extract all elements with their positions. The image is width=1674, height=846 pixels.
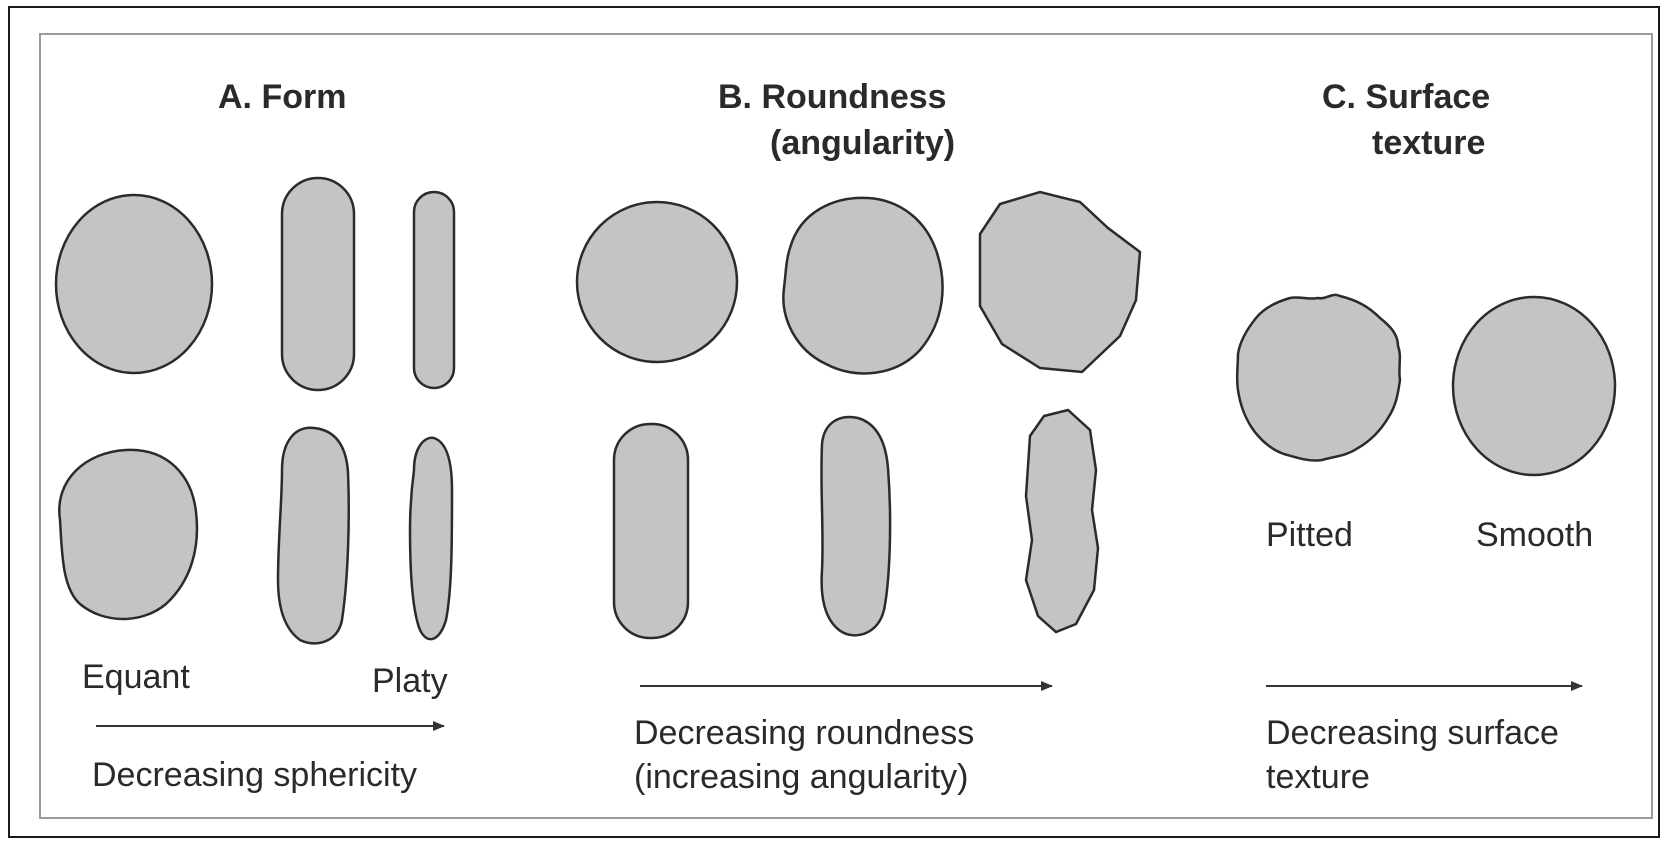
texture-caption-line1: Decreasing surface — [1266, 714, 1559, 752]
rounded-elongate-particle — [614, 424, 688, 638]
equant-rounded-particle — [56, 195, 212, 373]
subrounded-elongate-particle — [821, 417, 890, 635]
form-title: A. Form — [218, 78, 346, 116]
pitted-particle — [1237, 295, 1400, 461]
texture-title: C. Surface — [1322, 78, 1490, 116]
platy-label: Platy — [372, 662, 448, 700]
angular-particle — [980, 192, 1140, 372]
platy-rounded-particle — [414, 192, 454, 388]
elongate-irregular-particle — [278, 428, 349, 644]
well-rounded-particle — [577, 202, 737, 362]
roundness-panel: B. Roundness (angularity) Decreasing rou… — [577, 78, 1140, 796]
elongate-rounded-particle — [282, 178, 354, 390]
smooth-label: Smooth — [1476, 516, 1593, 554]
texture-panel: C. Surface texture Pitted Smooth Decreas… — [1237, 78, 1615, 796]
smooth-particle — [1453, 297, 1615, 475]
texture-caption-line2: texture — [1266, 758, 1370, 796]
roundness-caption-line1: Decreasing roundness — [634, 714, 974, 752]
subrounded-particle — [783, 198, 942, 374]
platy-irregular-particle — [410, 438, 452, 639]
angular-elongate-particle — [1026, 410, 1098, 632]
equant-label: Equant — [82, 658, 190, 696]
pitted-label: Pitted — [1266, 516, 1353, 554]
sphericity-caption: Decreasing sphericity — [92, 756, 417, 794]
roundness-caption-line2: (increasing angularity) — [634, 758, 969, 796]
equant-irregular-particle — [59, 450, 197, 619]
roundness-title: B. Roundness — [718, 78, 947, 116]
texture-subtitle: texture — [1372, 124, 1485, 162]
form-panel: A. Form Equant Platy Decreasing spherici… — [56, 78, 454, 794]
roundness-subtitle: (angularity) — [770, 124, 955, 162]
